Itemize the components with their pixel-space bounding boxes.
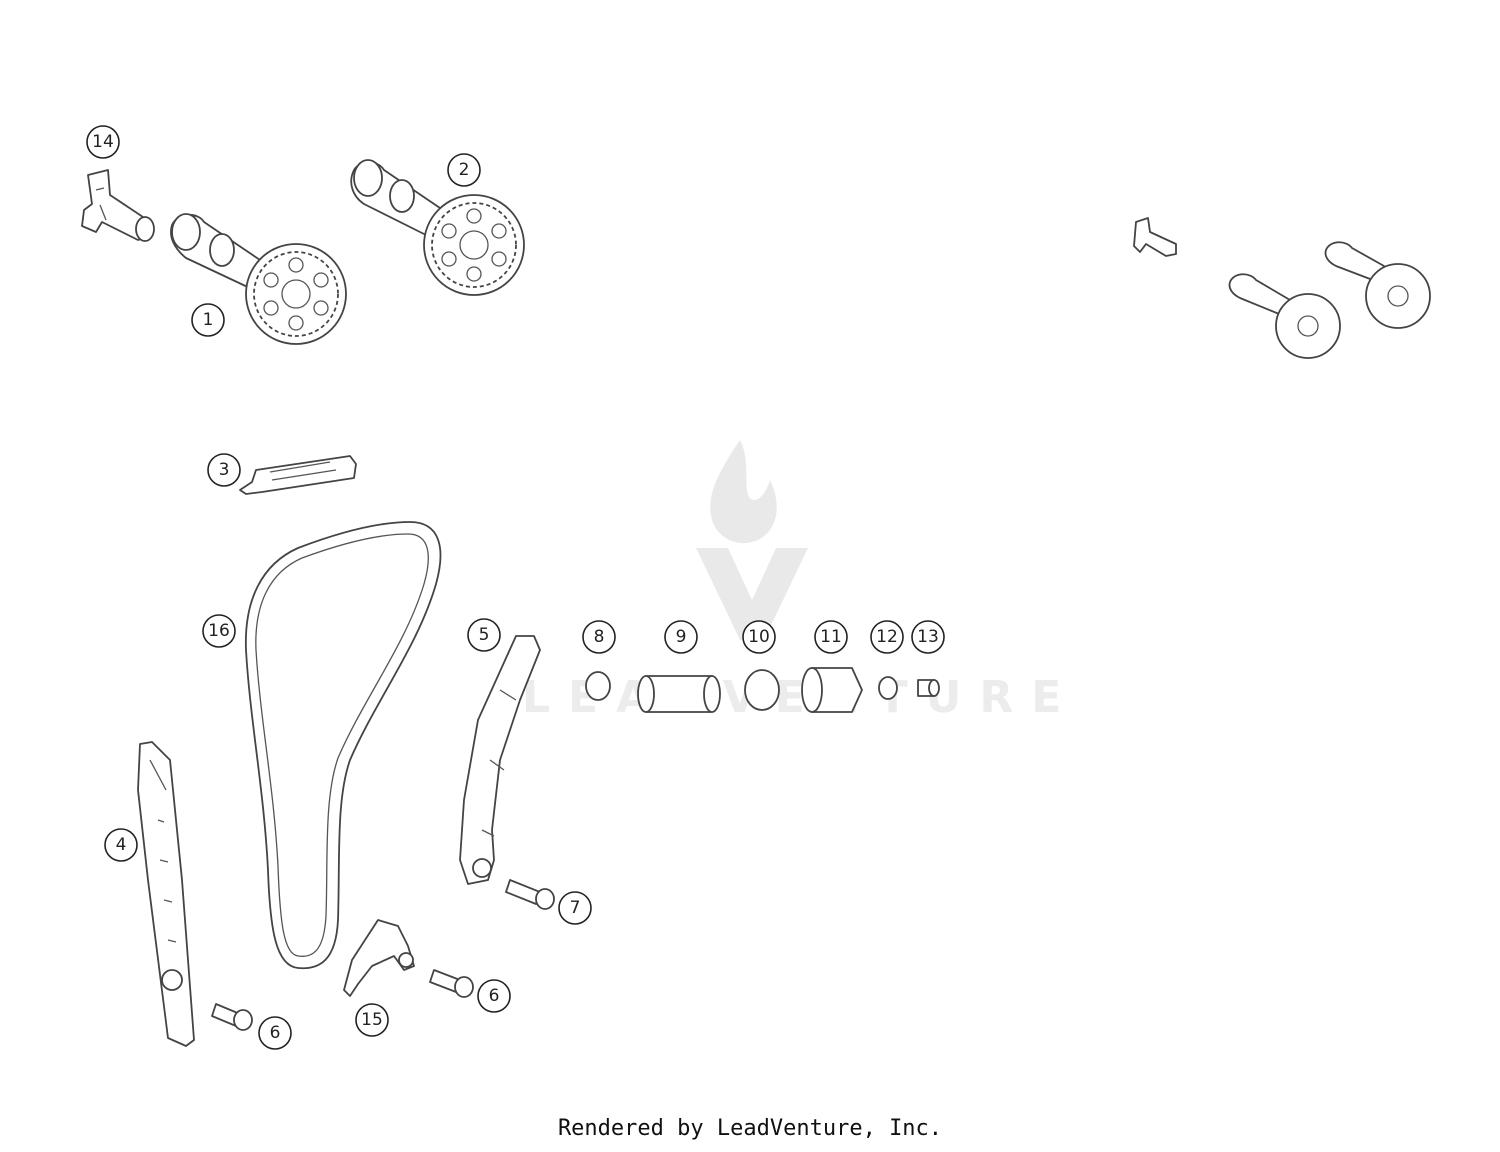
callout-10: 10 <box>742 620 776 654</box>
callout-label: 2 <box>459 160 470 180</box>
callout-11: 11 <box>814 620 848 654</box>
callout-9: 9 <box>664 620 698 654</box>
callout-5: 5 <box>467 618 501 652</box>
part-5-tensioner-rail <box>459 635 541 885</box>
callout-16: 16 <box>202 614 236 648</box>
callout-label: 15 <box>361 1010 383 1030</box>
part-4-chain-guide <box>137 741 195 1047</box>
part-11-plug <box>801 667 863 713</box>
watermark-logo: LEADVENTURE <box>522 440 1079 723</box>
callout-label: 10 <box>748 627 770 647</box>
callout-label: 9 <box>676 627 687 647</box>
callout-label: 6 <box>270 1023 281 1043</box>
watermark-text: LEADVENTURE <box>522 672 1079 723</box>
part-9-piston <box>637 675 721 713</box>
callout-label: 12 <box>876 627 898 647</box>
assembled-view-thumbnail <box>1133 217 1431 359</box>
part-2-camshaft <box>350 159 525 296</box>
callout-label: 3 <box>219 460 230 480</box>
part-15-guide <box>343 919 415 997</box>
callout-8: 8 <box>582 620 616 654</box>
callout-label: 8 <box>594 627 605 647</box>
part-7-bolt <box>505 879 555 910</box>
callout-7: 7 <box>558 891 592 925</box>
part-6-bolt-upper <box>429 969 474 998</box>
part-12-washer <box>878 676 898 700</box>
callout-4: 4 <box>104 828 138 862</box>
callout-6-right: 6 <box>477 979 511 1013</box>
callout-label: 7 <box>570 898 581 918</box>
callout-label: 1 <box>203 310 214 330</box>
callout-3: 3 <box>207 453 241 487</box>
callout-14: 14 <box>86 125 120 159</box>
callout-label: 5 <box>479 625 490 645</box>
callout-label: 11 <box>820 627 842 647</box>
callout-6-left: 6 <box>258 1016 292 1050</box>
callout-label: 14 <box>92 132 114 152</box>
callout-15: 15 <box>355 1003 389 1037</box>
part-10-seal-ring <box>744 669 780 711</box>
part-13-spring <box>917 679 940 697</box>
callout-1: 1 <box>191 303 225 337</box>
part-1-camshaft <box>170 213 347 345</box>
part-14-actuator <box>81 169 155 242</box>
callout-label: 16 <box>208 621 230 641</box>
part-8-ring <box>585 671 611 701</box>
callout-12: 12 <box>870 620 904 654</box>
footer-credit: Rendered by LeadVenture, Inc. <box>557 1116 943 1141</box>
part-16-timing-chain <box>245 521 442 970</box>
callout-label: 6 <box>489 986 500 1006</box>
callout-2: 2 <box>447 153 481 187</box>
callout-label: 4 <box>116 835 127 855</box>
callout-13: 13 <box>911 620 945 654</box>
part-3-guide-rail <box>239 455 357 495</box>
callout-label: 13 <box>917 627 939 647</box>
part-6-bolt-lower <box>211 1003 253 1031</box>
